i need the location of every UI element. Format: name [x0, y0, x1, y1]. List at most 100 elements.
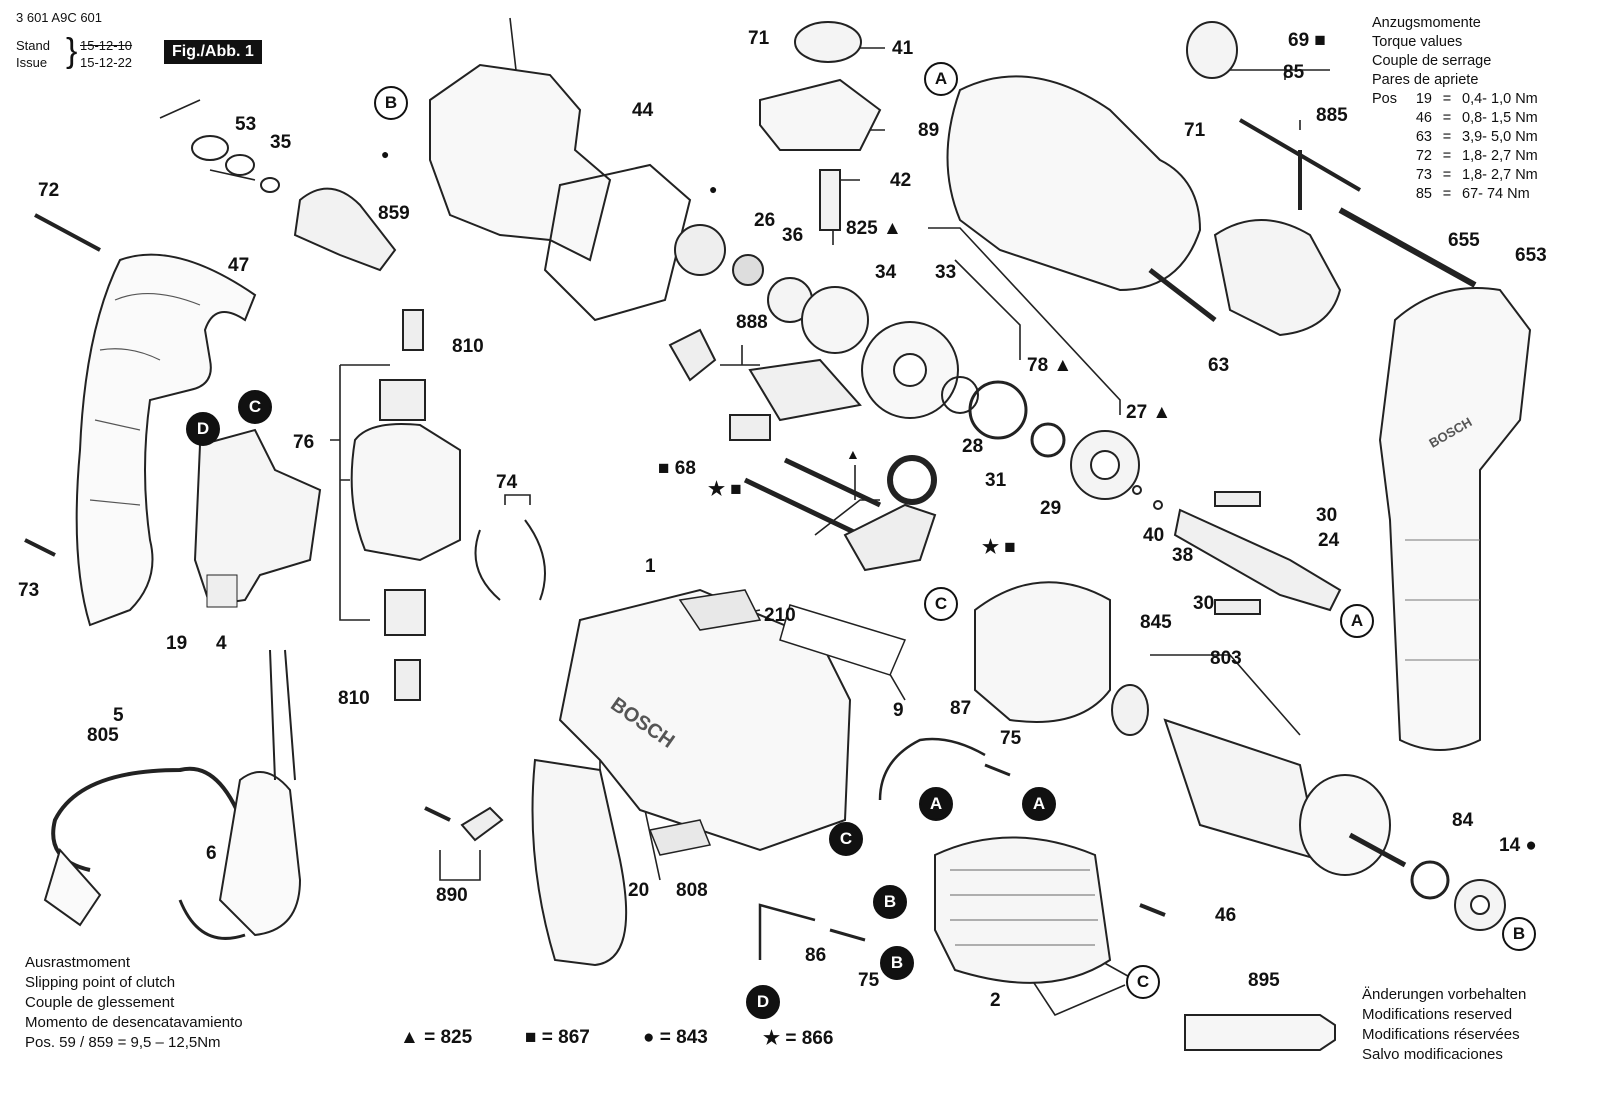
- marker-a: A: [919, 787, 953, 821]
- marker-d: D: [746, 985, 780, 1019]
- part-label: 655: [1448, 230, 1480, 251]
- torque-title-fr: Couple de serrage: [1372, 53, 1492, 69]
- part-label: 35: [270, 132, 292, 153]
- part-label: 76: [293, 432, 315, 453]
- torque-pos: 63: [1415, 129, 1432, 145]
- changes-note-line: Modifications réservées: [1362, 1026, 1520, 1043]
- part-label: 75: [858, 970, 880, 991]
- part-label: 4: [216, 633, 227, 654]
- part-label: 888: [736, 312, 768, 333]
- part-label: ★ ■: [708, 479, 742, 500]
- part-label: 44: [632, 100, 654, 121]
- part-label: 71: [748, 28, 770, 49]
- marker-c: C: [238, 390, 272, 424]
- legend-item-circle: ● = 843: [643, 1027, 708, 1049]
- torque-pos: 19: [1415, 91, 1432, 107]
- part-label: 26: [754, 210, 776, 231]
- marker-b: B: [880, 946, 914, 980]
- part-label: 89: [918, 120, 940, 141]
- part-label: 28: [962, 436, 984, 457]
- torque-value: 1,8- 2,7 Nm: [1462, 167, 1538, 183]
- clutch-note: Ausrastmoment Slipping point of clutch C…: [25, 953, 243, 1053]
- torque-value: 1,8- 2,7 Nm: [1462, 148, 1538, 164]
- part-label: 30: [1193, 593, 1215, 614]
- legend-item-triangle: ▲ = 825: [400, 1027, 472, 1049]
- marker-c: C: [829, 822, 863, 856]
- torque-eq: =: [1442, 110, 1452, 126]
- legend-item-square: ■ = 867: [525, 1027, 590, 1049]
- part-label: 86: [805, 945, 827, 966]
- part-label: 6: [206, 843, 217, 864]
- torque-pos: 73: [1415, 167, 1432, 183]
- bullet-icon: ●: [381, 146, 390, 162]
- part-label: 47: [228, 255, 250, 276]
- part-label: 20: [628, 880, 650, 901]
- part-label: 895: [1248, 970, 1280, 991]
- part-label: 803: [1210, 648, 1242, 669]
- torque-row: 73=1,8- 2,7 Nm: [1372, 166, 1538, 185]
- part-label: 1: [645, 556, 656, 577]
- stand-date: 15-12-10: [80, 38, 133, 53]
- part-label: 810: [338, 688, 370, 709]
- part-label: 24: [1318, 530, 1340, 551]
- part-label: 34: [875, 262, 897, 283]
- torque-value: 0,8- 1,5 Nm: [1462, 110, 1538, 126]
- figure-label: Fig./Abb. 1: [164, 40, 262, 64]
- torque-pos: 85: [1415, 186, 1432, 202]
- marker-b: B: [374, 86, 408, 120]
- part-label: 85: [1283, 62, 1305, 83]
- torque-eq: =: [1442, 186, 1452, 202]
- issue-label: Issue: [16, 55, 48, 70]
- marker-a: A: [924, 62, 958, 96]
- torque-title-en: Torque values: [1372, 34, 1463, 50]
- torque-table: Anzugsmomente Torque values Couple de se…: [1372, 14, 1538, 204]
- part-label: 87: [950, 698, 972, 719]
- torque-row: 46=0,8- 1,5 Nm: [1372, 109, 1538, 128]
- part-label: 210: [764, 605, 796, 626]
- part-label: 14 ●: [1499, 835, 1537, 856]
- torque-row: 85 = 67- 74 Nm: [1372, 185, 1538, 204]
- torque-row: 63 = 3,9- 5,0 Nm: [1372, 128, 1538, 147]
- part-label: 859: [378, 203, 410, 224]
- clutch-note-line: Pos. 59 / 859 = 9,5 – 12,5Nm: [25, 1034, 221, 1051]
- part-label: 810: [452, 336, 484, 357]
- legend-value: = 843: [659, 1027, 708, 1048]
- changes-note: Änderungen vorbehalten Modifications res…: [1362, 985, 1526, 1065]
- brace-glyph: }: [66, 32, 78, 70]
- torque-value: 67- 74 Nm: [1462, 186, 1530, 202]
- part-label: 74: [496, 472, 518, 493]
- torque-row: 72=1,8- 2,7 Nm: [1372, 147, 1538, 166]
- marker-d: D: [186, 412, 220, 446]
- legend-value: = 867: [541, 1027, 590, 1048]
- part-label: 808: [676, 880, 708, 901]
- part-label: 9: [893, 700, 904, 721]
- part-label: 42: [890, 170, 912, 191]
- legend-value: = 825: [424, 1027, 473, 1048]
- clutch-note-line: Ausrastmoment: [25, 954, 131, 971]
- torque-value: 0,4- 1,0 Nm: [1462, 91, 1538, 107]
- part-label: 2: [990, 990, 1001, 1011]
- issue-date: 15-12-22: [80, 55, 133, 70]
- part-label: 5: [113, 705, 124, 726]
- torque-value: 3,9- 5,0 Nm: [1462, 129, 1538, 145]
- part-label: 33: [935, 262, 957, 283]
- stand-label: Stand: [16, 38, 50, 53]
- part-label: 84: [1452, 810, 1474, 831]
- part-label: 46: [1215, 905, 1237, 926]
- circle-icon: ●: [643, 1027, 655, 1048]
- clutch-note-line: Momento de desencatavamiento: [25, 1014, 243, 1031]
- doc-number: 3 601 A9C 601: [16, 10, 103, 25]
- part-label: 71: [1184, 120, 1206, 141]
- part-label: 19: [166, 633, 188, 654]
- part-label: 41: [892, 38, 914, 59]
- part-label: ■ 68: [658, 458, 696, 479]
- changes-note-line: Salvo modificaciones: [1362, 1046, 1503, 1063]
- part-label: 29: [1040, 498, 1062, 519]
- part-label: 825 ▲: [846, 218, 902, 239]
- bullet-icon: ●: [709, 181, 718, 197]
- part-label: 27 ▲: [1126, 402, 1172, 423]
- torque-eq: =: [1442, 129, 1452, 145]
- marker-b: B: [1502, 917, 1536, 951]
- part-label: 36: [782, 225, 804, 246]
